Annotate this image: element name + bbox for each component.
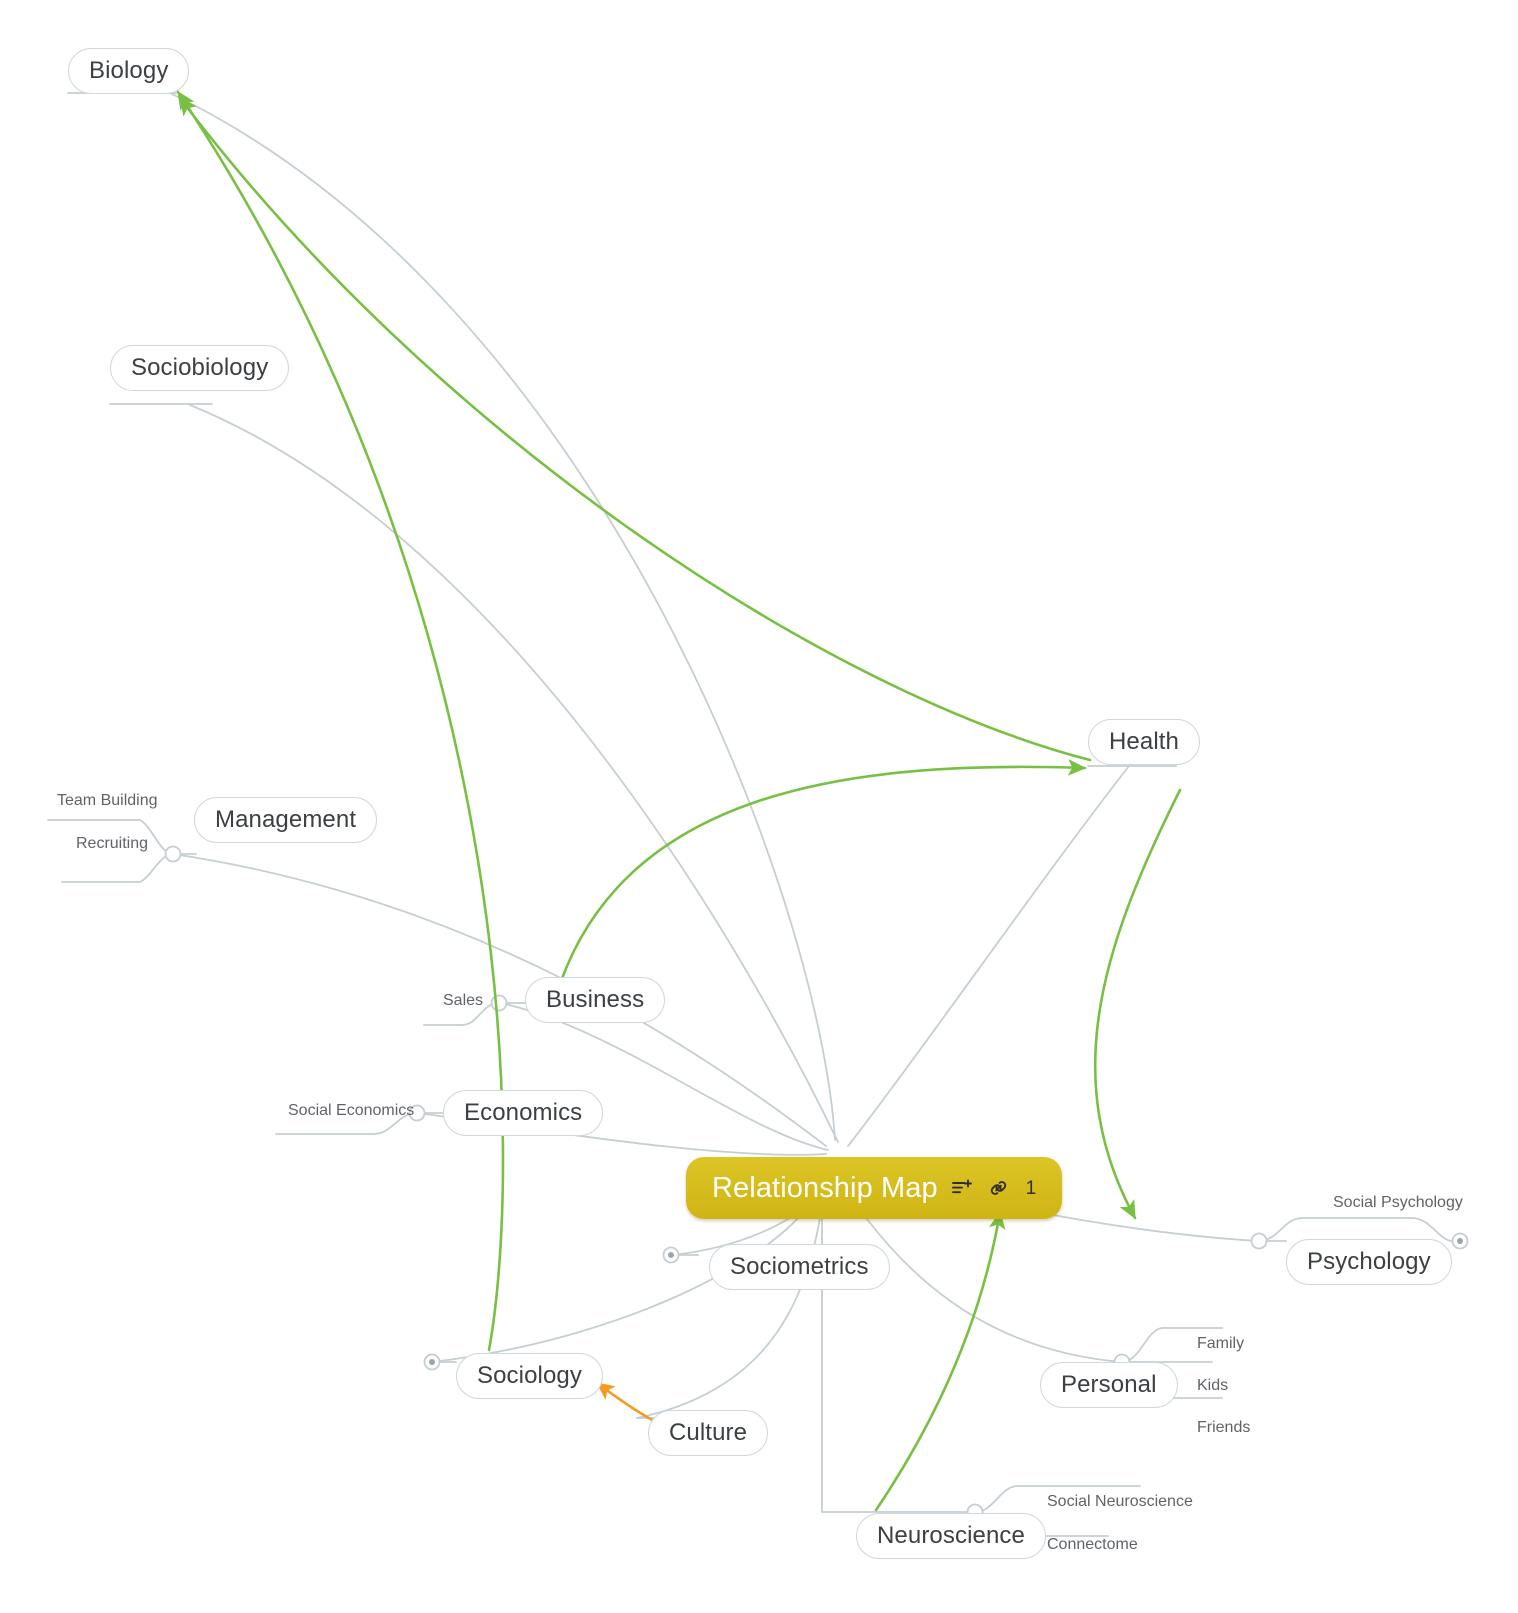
- root-node-icons: 1: [951, 1177, 1037, 1199]
- branch-socialpsychology-tail: [1411, 1217, 1453, 1242]
- relationship-health-to-psychology[interactable]: [1093, 788, 1182, 1220]
- relationship-links: [176, 90, 1182, 1512]
- leaf-kids[interactable]: Kids: [1197, 1377, 1229, 1394]
- collapse-handle-psychology[interactable]: [1250, 1232, 1268, 1250]
- collapse-handle-business[interactable]: [490, 994, 508, 1012]
- node-label-sociology: Sociology: [477, 1362, 582, 1389]
- node-label-health: Health: [1109, 728, 1179, 755]
- node-label-psychology: Psychology: [1307, 1248, 1431, 1275]
- node-management[interactable]: Management: [194, 797, 378, 843]
- node-sociobiology[interactable]: Sociobiology: [110, 345, 290, 391]
- node-label-biology: Biology: [89, 57, 169, 84]
- node-label-sociometrics: Sociometrics: [730, 1253, 869, 1280]
- branch-root-sociobiology: [189, 404, 839, 1143]
- node-label-neuroscience: Neuroscience: [877, 1522, 1025, 1549]
- note-lines-plus-icon[interactable]: [951, 1179, 974, 1197]
- leaf-connectome[interactable]: Connectome: [1047, 1536, 1138, 1553]
- leaf-team-building[interactable]: Team Building: [57, 792, 158, 809]
- branch-management-recruiting: [61, 853, 174, 883]
- branch-psychology-socialpsychology: [1258, 1217, 1413, 1242]
- node-label-culture: Culture: [669, 1419, 748, 1446]
- leaf-family[interactable]: Family: [1197, 1335, 1245, 1352]
- leaf-social-economics[interactable]: Social Economics: [288, 1102, 415, 1119]
- branch-root-sociology: [431, 1191, 819, 1363]
- collapsed-handle-social-psychology[interactable]: [1451, 1232, 1469, 1250]
- branch-root-health: [847, 765, 1130, 1147]
- node-business[interactable]: Business: [525, 977, 666, 1023]
- relationship-sociology-to-biology[interactable]: [176, 90, 505, 1352]
- leaf-friends[interactable]: Friends: [1197, 1419, 1251, 1436]
- branch-root-biology: [169, 92, 836, 1141]
- node-economics[interactable]: Economics: [443, 1090, 604, 1136]
- link-count-badge: 1: [1025, 1177, 1037, 1199]
- chain-link-icon[interactable]: [988, 1179, 1009, 1197]
- node-label-business: Business: [546, 986, 645, 1013]
- node-psychology[interactable]: Psychology: [1286, 1239, 1452, 1285]
- node-personal[interactable]: Personal: [1040, 1362, 1178, 1408]
- node-label-sociobiology: Sociobiology: [131, 354, 269, 381]
- branch-root-neuroscience: [821, 1191, 976, 1513]
- node-culture[interactable]: Culture: [648, 1410, 769, 1456]
- node-sociometrics[interactable]: Sociometrics: [709, 1244, 890, 1290]
- root-node-relationship-map[interactable]: Relationship Map: [686, 1157, 1063, 1219]
- leaf-recruiting[interactable]: Recruiting: [76, 835, 149, 852]
- node-biology[interactable]: Biology: [68, 48, 190, 94]
- node-neuroscience[interactable]: Neuroscience: [856, 1513, 1046, 1559]
- leaf-social-psychology[interactable]: Social Psychology: [1333, 1194, 1463, 1211]
- leaf-sales[interactable]: Sales: [443, 992, 484, 1009]
- node-label-management: Management: [215, 806, 357, 833]
- collapse-handle-management[interactable]: [164, 845, 182, 863]
- collapsed-handle-sociology[interactable]: [423, 1353, 441, 1371]
- relationship-neuroscience-to-root[interactable]: [874, 1210, 1006, 1512]
- node-health[interactable]: Health: [1088, 719, 1200, 765]
- leaf-social-neuroscience[interactable]: Social Neuroscience: [1047, 1493, 1193, 1510]
- relationship-health-to-biology[interactable]: [178, 96, 1092, 762]
- root-node-label: Relationship Map: [712, 1171, 938, 1204]
- node-sociology[interactable]: Sociology: [456, 1353, 603, 1399]
- relationship-business-to-health[interactable]: [554, 759, 1087, 998]
- branch-root-culture: [636, 1191, 825, 1419]
- node-label-personal: Personal: [1061, 1371, 1157, 1398]
- branch-root-personal: [845, 1189, 1123, 1363]
- collapse-handle-economics[interactable]: [408, 1104, 426, 1122]
- node-label-economics: Economics: [464, 1099, 583, 1126]
- collapsed-handle-sociometrics[interactable]: [662, 1246, 680, 1264]
